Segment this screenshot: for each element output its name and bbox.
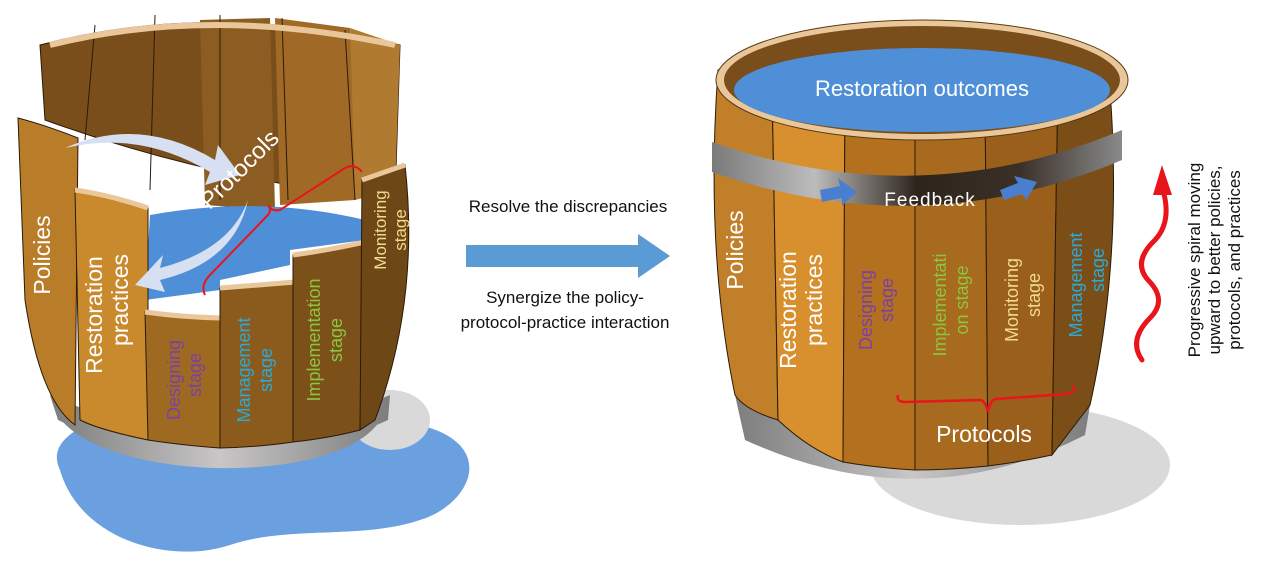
left-label-management: Management [234, 317, 254, 422]
right-label-restoration: Restoration [775, 251, 801, 369]
left-label-restoration: Restoration [81, 256, 107, 374]
restoration-outcomes-water [734, 48, 1110, 132]
transition-arrow [466, 234, 670, 278]
protocols-to-practices-arrow [135, 200, 248, 292]
left-label-designing: Designing [164, 340, 184, 420]
right-protocols-bracket [896, 384, 1075, 413]
left-label-practices: practices [107, 254, 133, 346]
left-label-management-stage: stage [256, 348, 276, 392]
policies-to-protocols-arrow [65, 134, 240, 185]
protocols-bracket [202, 165, 363, 296]
progressive-spiral-note: Progressive spiral moving upward to bett… [1134, 163, 1244, 363]
left-label-policies: Policies [29, 215, 55, 294]
synergize-text-line2: protocol-practice interaction [461, 313, 670, 332]
spiral-arrow-icon [1134, 187, 1169, 363]
right-label-management: Management [1066, 232, 1086, 337]
right-label-monitoring-stage: stage [1024, 273, 1044, 317]
spiral-note-line2: upward to better policies, [1205, 166, 1224, 355]
right-barrel: Restoration outcomes Feedback Policies R… [712, 19, 1170, 525]
left-label-designing-stage: stage [185, 353, 205, 397]
right-label-protocols: Protocols [936, 421, 1032, 447]
left-bottom-hoop [50, 395, 390, 469]
left-label-monitoring-stage: stage [391, 209, 410, 251]
right-label-monitoring: Monitoring [1002, 258, 1022, 342]
spiral-note-line1: Progressive spiral moving [1185, 163, 1204, 358]
restoration-outcomes-label: Restoration outcomes [815, 76, 1029, 101]
left-label-monitoring: Monitoring [371, 190, 390, 269]
right-label-implementation: Implementati [930, 253, 950, 356]
right-label-designing: Designing [856, 270, 876, 350]
left-label-implementation: Implementation [304, 278, 324, 401]
right-label-management-stage: stage [1088, 248, 1108, 292]
feedback-arrow-right [1000, 176, 1037, 200]
transition-section: Resolve the discrepancies Synergize the … [461, 197, 670, 332]
synergize-text-line1: Synergize the policy- [486, 288, 644, 307]
feedback-arrow-left [820, 178, 857, 206]
right-label-practices: practices [801, 254, 827, 346]
left-barrel: Policies Protocols Restoration practices… [17, 14, 470, 552]
stave-policies [17, 117, 79, 426]
right-label-policies: Policies [722, 210, 748, 289]
right-label-designing-stage: stage [877, 278, 897, 322]
spiral-note-line3: protocols, and practices [1225, 170, 1244, 350]
right-label-implementation-stage: on stage [952, 265, 972, 334]
feedback-label: Feedback [884, 190, 975, 211]
left-water [145, 206, 365, 300]
left-label-implementation-stage: stage [326, 318, 346, 362]
resolve-discrepancies-text: Resolve the discrepancies [469, 197, 667, 216]
